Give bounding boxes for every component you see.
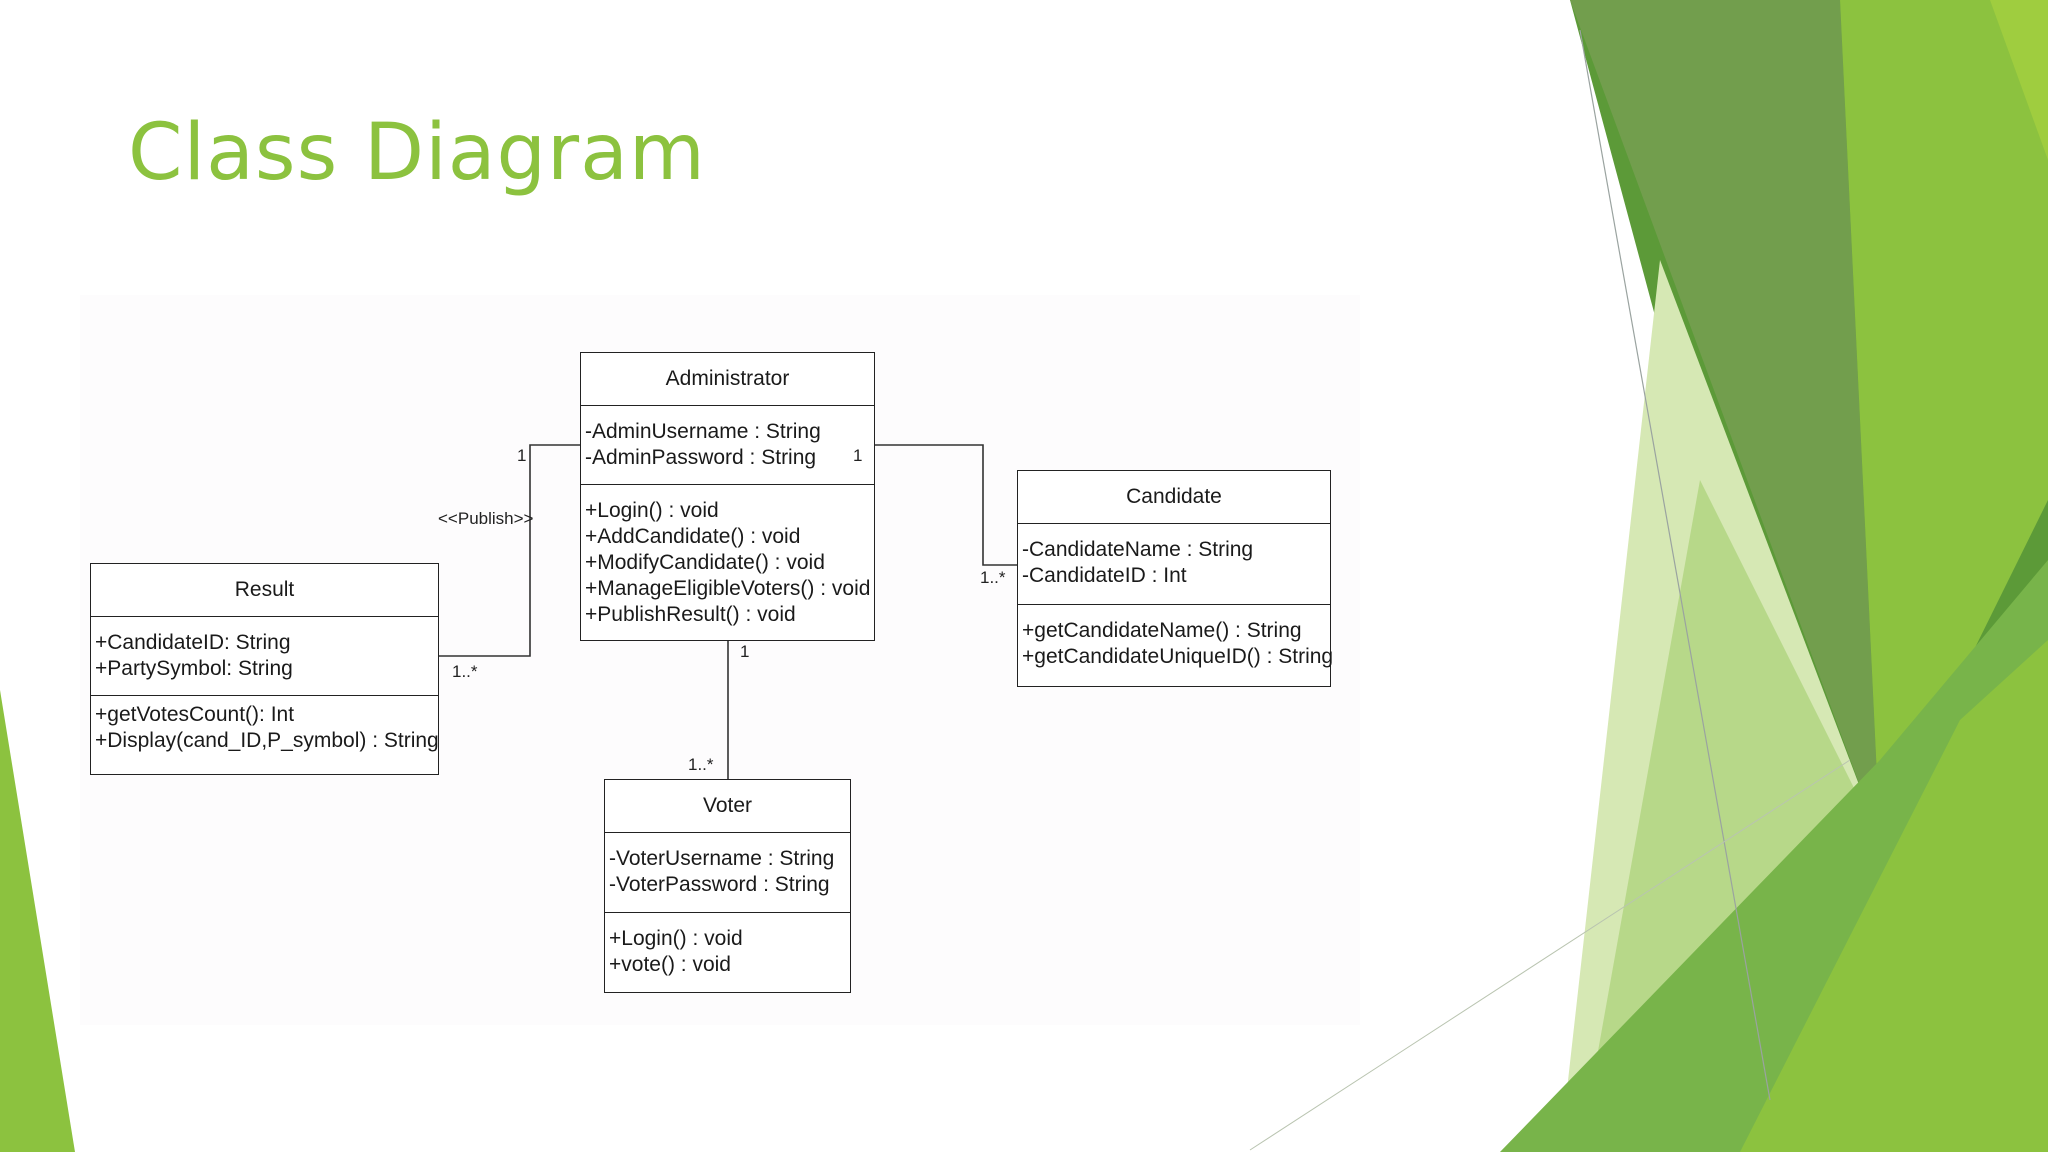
attribute: +CandidateID: String bbox=[95, 631, 291, 654]
attribute: -VoterUsername : String bbox=[609, 847, 835, 870]
deco-shape-bright bbox=[1990, 0, 2048, 160]
attribute: -CandidateName : String bbox=[1022, 538, 1254, 561]
deco-shape-bottom-right bbox=[1740, 640, 2048, 1152]
deco-shape-dark bbox=[1570, 0, 1880, 840]
operation: +getCandidateName() : String bbox=[1022, 619, 1302, 642]
class-result[interactable]: Result +CandidateID: String +PartySymbol… bbox=[90, 563, 439, 775]
multiplicity-candidate-admin: 1..* bbox=[980, 568, 1006, 587]
attribute: -AdminUsername : String bbox=[585, 420, 821, 443]
operations-section: +Login() : void +vote() : void bbox=[605, 913, 850, 978]
admin-candidate-association bbox=[874, 444, 1018, 566]
multiplicity-admin-result: 1 bbox=[517, 446, 527, 465]
operations-section: +getVotesCount(): Int +Display(cand_ID,P… bbox=[91, 696, 439, 754]
multiplicity-voter-admin: 1..* bbox=[688, 755, 714, 774]
class-name: Result bbox=[91, 564, 438, 617]
class-name: Candidate bbox=[1018, 471, 1330, 524]
attributes-section: -CandidateName : String -CandidateID : I… bbox=[1018, 524, 1330, 605]
attribute: -CandidateID : Int bbox=[1022, 564, 1187, 587]
attributes-section: -VoterUsername : String -VoterPassword :… bbox=[605, 833, 850, 913]
operation: +AddCandidate() : void bbox=[585, 525, 801, 548]
attributes-section: +CandidateID: String +PartySymbol: Strin… bbox=[91, 617, 438, 696]
operation: +getVotesCount(): Int bbox=[95, 703, 295, 726]
operation: +vote() : void bbox=[609, 953, 731, 976]
operations-section: +Login() : void +AddCandidate() : void +… bbox=[581, 485, 874, 628]
deco-shape-mid bbox=[1840, 0, 2048, 840]
deco-line-2 bbox=[1249, 759, 1851, 1151]
operation: +Login() : void bbox=[585, 499, 719, 522]
class-name: Administrator bbox=[581, 353, 874, 406]
class-voter[interactable]: Voter -VoterUsername : String -VoterPass… bbox=[604, 779, 851, 993]
deco-shape-left bbox=[0, 690, 75, 1152]
operation: +ManageEligibleVoters() : void bbox=[585, 577, 871, 600]
attribute: -AdminPassword : String bbox=[585, 446, 817, 469]
attribute: +PartySymbol: String bbox=[95, 657, 293, 680]
deco-line-1 bbox=[1579, 29, 1771, 1101]
operation: +getCandidateUniqueID() : String bbox=[1022, 645, 1334, 668]
multiplicity-result-admin: 1..* bbox=[452, 662, 478, 681]
operation: +Display(cand_ID,P_symbol) : String bbox=[95, 729, 439, 752]
attribute: -VoterPassword : String bbox=[609, 873, 830, 896]
admin-result-association bbox=[439, 444, 581, 657]
class-name: Voter bbox=[605, 780, 850, 833]
operations-section: +getCandidateName() : String +getCandida… bbox=[1018, 605, 1334, 670]
multiplicity-admin-candidate: 1 bbox=[853, 446, 863, 465]
class-administrator[interactable]: Administrator -AdminUsername : String -A… bbox=[580, 352, 875, 641]
operation: +ModifyCandidate() : void bbox=[585, 551, 825, 574]
class-candidate[interactable]: Candidate -CandidateName : String -Candi… bbox=[1017, 470, 1334, 687]
slide-title: Class Diagram bbox=[128, 108, 706, 198]
stereotype-label: <<Publish>> bbox=[438, 509, 534, 528]
operation: +PublishResult() : void bbox=[585, 603, 796, 626]
operation: +Login() : void bbox=[609, 927, 743, 950]
multiplicity-admin-voter: 1 bbox=[740, 642, 750, 661]
attributes-section: -AdminUsername : String -AdminPassword :… bbox=[581, 406, 874, 485]
